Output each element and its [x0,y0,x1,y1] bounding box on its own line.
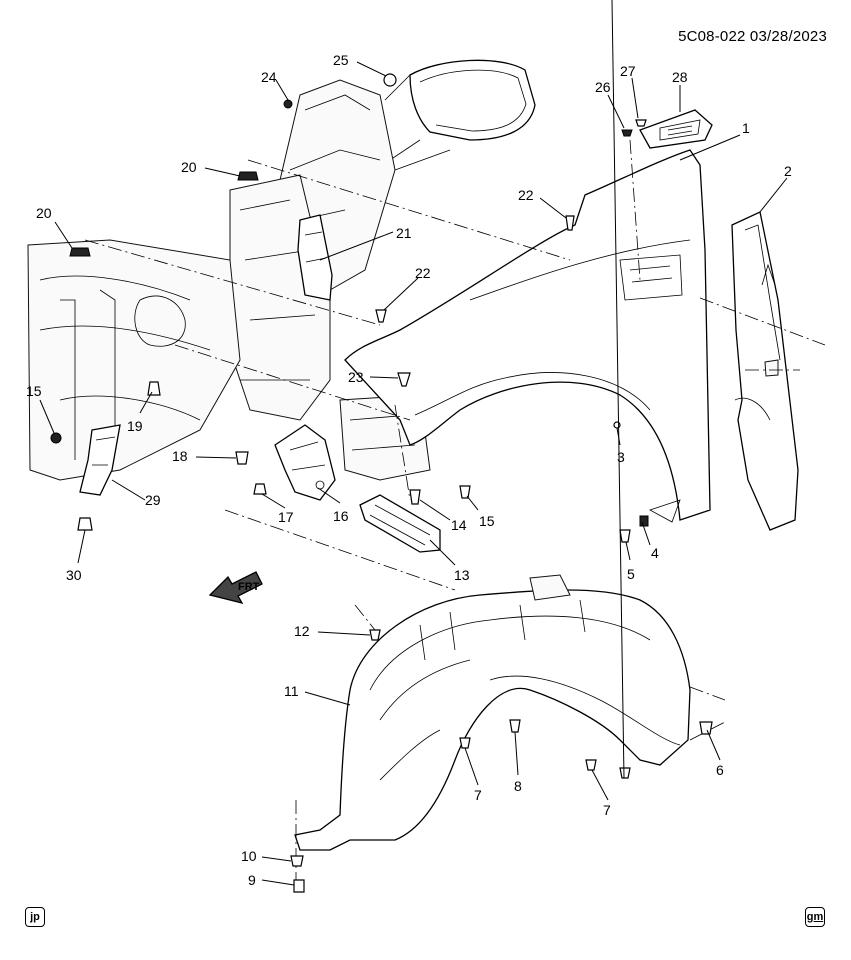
diagram-date: 03/28/2023 [749,28,827,45]
frt-label: FRT [238,581,260,593]
jp-badge-icon: jp [25,907,45,927]
callout-2: 2 [784,163,792,179]
callout-29: 29 [145,492,161,508]
callout-13: 13 [454,567,470,583]
callout-10: 10 [241,848,257,864]
callout-26: 26 [595,79,611,95]
callout-17: 17 [278,509,294,525]
callout-11: 11 [284,683,299,699]
part-lower-bracket-left [79,424,121,496]
part-wheelhouse-liner [294,574,691,851]
callout-15a: 15 [26,383,42,399]
callout-16: 16 [333,508,349,524]
callout-5: 5 [627,566,635,582]
callout-3: 3 [617,449,625,465]
callout-20a: 20 [181,159,197,175]
callout-leaders [39,0,788,886]
part-hinge [274,424,336,501]
callout-15b: 15 [479,513,495,529]
callout-7a: 7 [474,787,482,803]
front-arrow-icon: FRT [208,571,263,605]
callout-14: 14 [451,517,467,533]
callout-21: 21 [396,225,412,241]
fasteners [50,73,713,893]
callout-labels: 1 2 3 4 5 6 7 7 7 8 9 10 11 12 13 14 15 … [26,52,792,888]
callout-27: 27 [620,63,636,79]
jp-badge-text: jp [30,911,40,923]
callout-19: 19 [127,418,143,434]
diagram-header: 5C08-022 03/28/2023 [678,28,827,45]
part-lower-bracket [359,494,441,553]
callout-1: 1 [742,120,750,136]
callout-24: 24 [261,69,277,85]
part-side-deflector [731,211,799,531]
gm-logo-text: gm [806,911,824,923]
callout-12: 12 [294,623,310,639]
callout-25: 25 [333,52,349,68]
callout-22b: 22 [415,265,431,281]
callout-23: 23 [348,369,364,385]
callout-7b: 7 [603,802,611,818]
callout-6: 6 [716,762,724,778]
body-structure [27,59,536,481]
callout-22a: 22 [518,187,534,203]
callout-30: 30 [66,567,82,583]
callout-9: 9 [248,872,256,888]
callout-28: 28 [672,69,688,85]
callout-4: 4 [651,545,659,561]
assembly-lines [84,139,826,880]
callout-18: 18 [172,448,188,464]
gm-logo-icon: gm [805,907,825,927]
part-emblem [639,109,713,149]
part-bracket-21 [297,214,333,301]
part-fender [344,149,711,523]
callout-8: 8 [514,778,522,794]
diagram-code: 5C08-022 [678,28,746,45]
callout-20b: 20 [36,205,52,221]
